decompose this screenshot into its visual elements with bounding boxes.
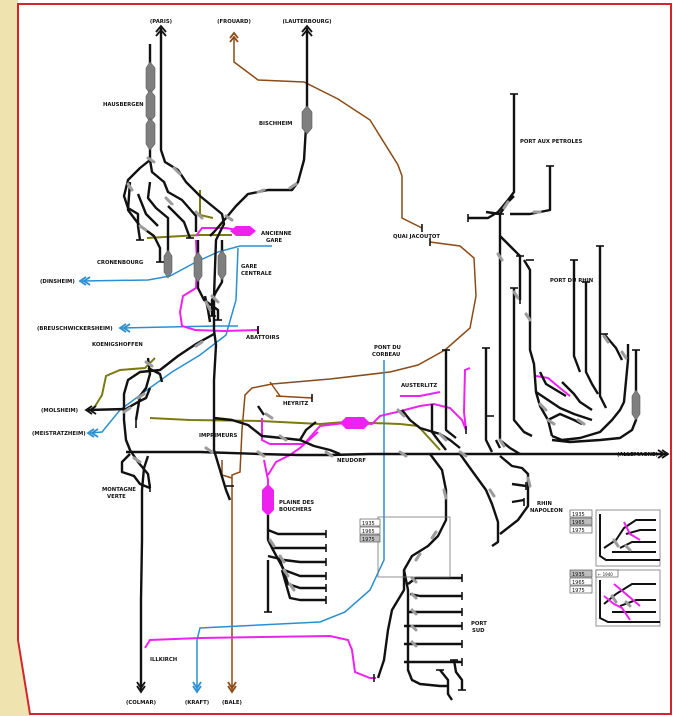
label-dinsheim: (DINSHEIM)	[40, 279, 75, 285]
label-rhin-napoleon-2: NAPOLEON	[530, 508, 563, 514]
inset-top-year-2: 1965	[572, 520, 585, 526]
inset-note: ← 1940	[598, 572, 613, 577]
paper-edge	[0, 0, 30, 716]
legend-year-1: 1935	[362, 521, 375, 527]
label-pont-corbeau-2: CORBEAU	[372, 352, 400, 358]
arrow-frouard-icon	[229, 31, 239, 39]
label-austerlitz: AUSTERLITZ	[401, 383, 437, 389]
label-imprimeurs: IMPRIMEURS	[199, 433, 237, 439]
label-neudorf: NEUDORF	[337, 458, 366, 464]
arrow-allemagne-icon	[661, 449, 670, 459]
label-port-petroles: PORT AUX PETROLES	[520, 139, 583, 145]
label-bischheim: BISCHHEIM	[259, 121, 292, 127]
magenta-stations	[230, 226, 370, 516]
inset-top-year-1: 1935	[572, 512, 585, 518]
label-hausbergen: HAUSBERGEN	[103, 102, 144, 108]
label-cronenbourg: CRONENBOURG	[97, 260, 143, 266]
inset-top-year-3: 1975	[572, 528, 585, 534]
junction-markers	[122, 156, 628, 648]
arrow-colmar-icon	[136, 685, 146, 694]
inset-bottom-year-1: 1935	[572, 572, 585, 578]
label-port-sud-2: SUD	[472, 628, 485, 634]
buffer-stops	[135, 93, 640, 691]
label-frouard: (FROUARD)	[217, 19, 251, 25]
label-quai-jacoutot: QUAI JACOUTOT	[393, 234, 440, 240]
legend-year-2: 1965	[362, 529, 375, 535]
label-kraft: (KRAFT)	[185, 700, 209, 706]
label-breuschwickersheim: (BREUSCHWICKERSHEIM)	[37, 326, 113, 332]
label-port-sud-1: PORT	[471, 621, 487, 627]
label-molsheim: (MOLSHEIM)	[41, 408, 78, 414]
inset-bottom-year-2: 1965	[572, 580, 585, 586]
label-colmar: (COLMAR)	[126, 700, 156, 706]
label-paris: (PARIS)	[150, 19, 172, 25]
label-bale: (BALE)	[222, 700, 242, 706]
label-ancienne-gare-1: ANCIENNE	[261, 231, 292, 237]
arrowheads	[78, 24, 670, 694]
arrow-lauterbourg-icon	[301, 24, 313, 33]
label-port-du-rhin: PORT DU RHIN	[550, 278, 593, 284]
map-labels: (PARIS) (FROUARD) (LAUTERBOURG) HAUSBERG…	[32, 19, 658, 706]
label-allemagne: (ALLEMAGNE)	[617, 452, 658, 458]
label-rhin-napoleon-1: RHIN	[537, 501, 552, 507]
label-koenigshoffen: KOENIGSHOFFEN	[92, 342, 143, 348]
inset-bottom-year-3: 1975	[572, 588, 585, 594]
station-shapes	[145, 61, 641, 421]
label-montagne-verte-2: VERTE	[107, 494, 126, 500]
arrow-breusch-icon	[118, 323, 127, 333]
inset-bottom[interactable]: 1935 1965 1975 ← 1940	[569, 569, 661, 627]
label-illkirch: ILLKIRCH	[150, 657, 177, 663]
label-gare-centrale-1: GARE	[241, 264, 258, 270]
label-heyritz: HEYRITZ	[283, 401, 309, 407]
label-montagne-verte-1: MONTAGNE	[102, 487, 136, 493]
main-lines	[87, 28, 668, 701]
inset-top[interactable]: 1935 1965 1975	[569, 509, 661, 567]
arrow-meistratzheim-icon	[86, 428, 95, 438]
arrow-kraft-icon	[192, 685, 202, 694]
label-gare-centrale-2: CENTRALE	[241, 271, 272, 277]
label-pont-corbeau-1: PONT DU	[374, 345, 401, 351]
label-plaine-bouchers-2: BOUCHERS	[279, 507, 312, 513]
year-legend: 1935 1965 1975	[359, 516, 451, 578]
arrow-molsheim-icon	[84, 405, 93, 415]
olive-lines	[93, 190, 441, 451]
label-lauterbourg: (LAUTERBOURG)	[282, 19, 331, 25]
arrow-dinsheim-icon	[78, 276, 87, 286]
label-meistratzheim: (MEISTRATZHEIM)	[32, 431, 86, 437]
legend-year-3: 1975	[362, 537, 375, 543]
label-abattoirs: ABATTOIRS	[246, 335, 280, 341]
arrow-bale-icon	[227, 685, 237, 694]
map-frame	[17, 3, 672, 715]
brown-lines	[221, 38, 477, 690]
arrow-paris-icon	[155, 24, 167, 33]
label-plaine-bouchers-1: PLAINE DES	[279, 500, 314, 506]
label-ancienne-gare-2: GARE	[266, 238, 283, 244]
